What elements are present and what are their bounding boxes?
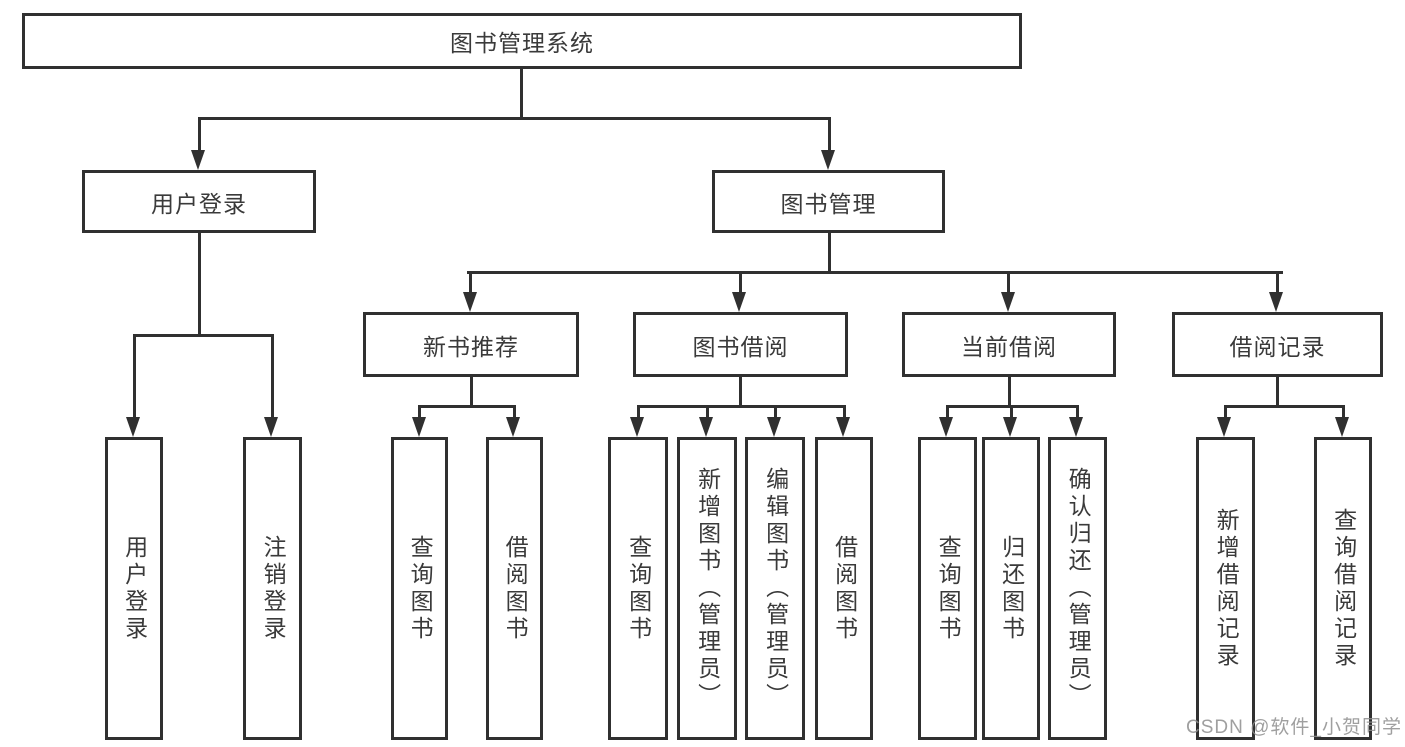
leaf-add-borrow-record: 新增借阅记录 xyxy=(1196,437,1255,740)
leaf-query-books-current-label: 查询图书 xyxy=(935,534,962,643)
leaf-confirm-return-admin-label: 确认归还（管理员） xyxy=(1065,467,1092,710)
arrowhead-down-icon xyxy=(836,417,850,437)
arrowhead-down-icon xyxy=(767,417,781,437)
connector-stem-user-login xyxy=(198,117,201,152)
arrowhead-down-icon xyxy=(506,417,520,437)
leaf-borrow-books-new: 借阅图书 xyxy=(486,437,543,740)
node-new-book-recommendation-label: 新书推荐 xyxy=(423,333,519,360)
arrowhead-down-icon xyxy=(821,150,835,170)
leaf-logout-label: 注销登录 xyxy=(260,534,287,643)
connector-stem-leaf xyxy=(1010,405,1013,419)
connector-root-down xyxy=(520,68,523,118)
connector-stem-leaf xyxy=(133,334,136,419)
node-book-management-label: 图书管理 xyxy=(780,190,877,217)
leaf-query-books-current: 查询图书 xyxy=(918,437,977,740)
arrowhead-down-icon xyxy=(732,292,746,312)
arrowhead-down-icon xyxy=(939,417,953,437)
leaf-borrow-books: 借阅图书 xyxy=(815,437,873,740)
csdn-watermark: CSDN @软件_小贺同学 xyxy=(1186,717,1402,738)
leaf-logout: 注销登录 xyxy=(243,437,302,740)
connector-level3-horizontal xyxy=(467,271,1283,274)
connector-stem-leaf xyxy=(418,405,421,419)
arrowhead-down-icon xyxy=(1269,292,1283,312)
arrowhead-down-icon xyxy=(1001,292,1015,312)
arrowhead-down-icon xyxy=(191,150,205,170)
arrowhead-down-icon xyxy=(1003,417,1017,437)
connector-book-management-down xyxy=(828,231,831,273)
connector-stem-leaf xyxy=(271,334,274,419)
connector-stem-leaf xyxy=(513,405,516,419)
connector-book-borrow-down xyxy=(739,377,742,407)
node-new-book-recommendation: 新书推荐 xyxy=(363,312,579,377)
node-current-borrowing: 当前借阅 xyxy=(902,312,1116,377)
connector-stem-book-borrow xyxy=(739,271,742,294)
arrowhead-down-icon xyxy=(264,417,278,437)
leaf-query-books-new-label: 查询图书 xyxy=(407,534,434,643)
arrowhead-down-icon xyxy=(126,417,140,437)
connector-stem-leaf xyxy=(1076,405,1079,419)
arrowhead-down-icon xyxy=(463,292,477,312)
connector-borrow-records-down xyxy=(1276,377,1279,407)
connector-user-login-down xyxy=(198,231,201,336)
leaf-query-borrow-record: 查询借阅记录 xyxy=(1314,437,1372,740)
node-book-borrowing-label: 图书借阅 xyxy=(692,333,789,360)
leaf-return-books: 归还图书 xyxy=(982,437,1040,740)
node-current-borrowing-label: 当前借阅 xyxy=(961,333,1057,360)
node-user-login: 用户登录 xyxy=(82,170,316,233)
leaf-edit-books-admin: 编辑图书（管理员） xyxy=(745,437,805,740)
leaf-add-borrow-record-label: 新增借阅记录 xyxy=(1213,507,1240,670)
connector-stem-leaf xyxy=(774,405,777,419)
leaf-edit-books-admin-label: 编辑图书（管理员） xyxy=(762,467,789,710)
arrowhead-down-icon xyxy=(412,417,426,437)
leaf-borrow-books-new-label: 借阅图书 xyxy=(502,534,529,643)
connector-borrow-records-horizontal xyxy=(1224,405,1345,408)
arrowhead-down-icon xyxy=(1069,417,1083,437)
arrowhead-down-icon xyxy=(699,417,713,437)
node-book-management: 图书管理 xyxy=(712,170,945,233)
arrowhead-down-icon xyxy=(630,417,644,437)
arrowhead-down-icon xyxy=(1335,417,1349,437)
leaf-query-borrow-record-label: 查询借阅记录 xyxy=(1330,507,1357,670)
node-borrowing-records: 借阅记录 xyxy=(1172,312,1383,377)
connector-stem-borrow-records xyxy=(1276,271,1279,294)
connector-book-borrow-horizontal xyxy=(637,405,846,408)
connector-user-login-horizontal xyxy=(133,334,274,337)
node-book-borrowing: 图书借阅 xyxy=(633,312,848,377)
node-user-login-label: 用户登录 xyxy=(151,190,247,217)
leaf-user-login-label: 用户登录 xyxy=(121,534,148,643)
leaf-query-books-new: 查询图书 xyxy=(391,437,448,740)
connector-stem-new-books xyxy=(469,271,472,294)
connector-stem-leaf xyxy=(843,405,846,419)
connector-current-borrow-down xyxy=(1008,377,1011,407)
connector-new-books-down xyxy=(470,377,473,407)
connector-stem-leaf xyxy=(1224,405,1227,419)
leaf-user-login: 用户登录 xyxy=(105,437,163,740)
connector-stem-current-borrow xyxy=(1007,271,1010,294)
connector-new-books-horizontal xyxy=(418,405,516,408)
node-library-management-system: 图书管理系统 xyxy=(22,13,1022,69)
leaf-add-books-admin: 新增图书（管理员） xyxy=(677,437,737,740)
connector-level2-horizontal xyxy=(199,117,831,120)
connector-stem-leaf xyxy=(637,405,640,419)
leaf-return-books-label: 归还图书 xyxy=(998,534,1025,643)
leaf-borrow-books-label: 借阅图书 xyxy=(831,534,858,643)
connector-stem-leaf xyxy=(946,405,949,419)
connector-stem-leaf xyxy=(706,405,709,419)
arrowhead-down-icon xyxy=(1217,417,1231,437)
leaf-add-books-admin-label: 新增图书（管理员） xyxy=(694,467,721,710)
node-borrowing-records-label: 借阅记录 xyxy=(1229,333,1326,360)
connector-stem-book-management xyxy=(828,117,831,152)
node-library-management-system-label: 图书管理系统 xyxy=(450,30,594,56)
connector-stem-leaf xyxy=(1342,405,1345,419)
leaf-query-books-borrow: 查询图书 xyxy=(608,437,668,740)
leaf-query-books-borrow-label: 查询图书 xyxy=(625,534,652,643)
leaf-confirm-return-admin: 确认归还（管理员） xyxy=(1048,437,1107,740)
